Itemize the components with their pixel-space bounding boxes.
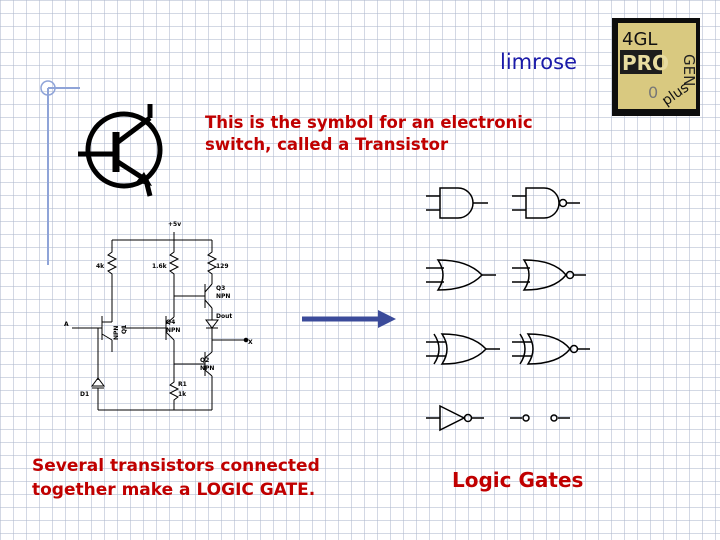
q2-label: Q2 — [200, 357, 209, 364]
r-bottom-value: 1k — [178, 391, 187, 398]
supply-label: +5v — [168, 221, 181, 228]
r1-label: 4k — [96, 263, 105, 270]
input-a-label: A — [64, 321, 69, 328]
arrow-right-icon — [302, 310, 396, 328]
author-label: limrose — [500, 50, 578, 74]
logic-gates-grid — [426, 187, 590, 432]
q4-label: Q4 — [166, 319, 175, 326]
q3-type: NPN — [216, 293, 230, 300]
slide-rule-decoration — [40, 80, 80, 265]
logic-gates-label: Logic Gates — [452, 468, 584, 492]
q1-label: Q1 — [121, 325, 128, 334]
r2-label: 1.6k — [152, 263, 168, 270]
svg-text:0: 0 — [648, 83, 658, 102]
logic-gate-schematic: +5v 4k 1.6k 129 Q3 NPN Dout Q4 NPN A X Q… — [64, 221, 253, 411]
dout-label: Dout — [216, 313, 232, 320]
q4-type: NPN — [166, 327, 180, 334]
transistor-symbol — [78, 104, 163, 197]
diode-label: D1 — [80, 391, 89, 398]
q2-type: NPN — [200, 365, 214, 372]
4glprogen-logo: 4GL PRO GEN 0 plus — [612, 18, 700, 116]
r3-label: 129 — [216, 263, 229, 270]
output-x-label: X — [248, 339, 253, 346]
logo-line1: 4GL — [622, 29, 657, 50]
logo-line2: PRO — [622, 51, 669, 75]
r-bottom-label: R1 — [178, 381, 187, 388]
transistor-caption: This is the symbol for an electronic swi… — [205, 113, 533, 154]
logo-line3: GEN — [680, 54, 698, 86]
logic-gate-caption: Several transistors connected together m… — [32, 456, 320, 500]
q3-label: Q3 — [216, 285, 225, 292]
q1-type: NPN — [113, 326, 120, 340]
